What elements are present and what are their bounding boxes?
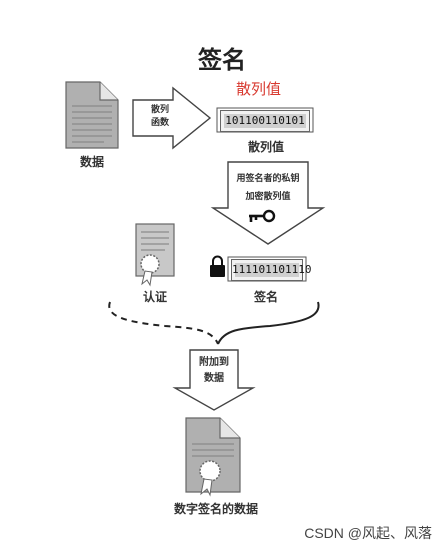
attach-label: 附加到 数据 — [199, 357, 229, 384]
lock-icon — [210, 255, 225, 277]
key-icon — [249, 209, 276, 223]
certificate-label: 认证 — [142, 290, 167, 304]
encrypt-label: 用签名者的私钥 加密散列值 — [236, 174, 300, 202]
attach-down-arrow — [172, 349, 256, 411]
encrypt-down-arrow — [210, 161, 326, 245]
signature-box: 111101101110 — [231, 259, 312, 281]
hash-binary: 101100110101 — [225, 114, 305, 127]
hash-function-label: 散列 函数 — [150, 105, 169, 128]
diagram-title: 签名 — [198, 45, 246, 74]
hash-value-heading: 散列值 — [236, 80, 282, 98]
signature-label: 签名 — [253, 290, 278, 304]
join-brace-dashed — [108, 301, 219, 345]
hash-function-arrow — [132, 86, 212, 150]
signature-box-frame — [227, 256, 307, 282]
signed-data-label: 数字签名的数据 — [173, 502, 258, 516]
signature-binary: 111101101110 — [232, 263, 312, 276]
signed-data-document-icon — [185, 417, 241, 497]
footer-watermark: CSDN @风起、风落 — [304, 525, 432, 541]
join-brace-solid — [217, 301, 320, 345]
hash-value-box-frame — [216, 107, 314, 133]
data-document-icon — [65, 81, 119, 149]
hash-value-box: 101100110101 — [220, 110, 310, 132]
hash-value-label: 散列值 — [247, 140, 284, 154]
certificate-icon — [135, 223, 175, 287]
data-label: 数据 — [79, 155, 104, 169]
